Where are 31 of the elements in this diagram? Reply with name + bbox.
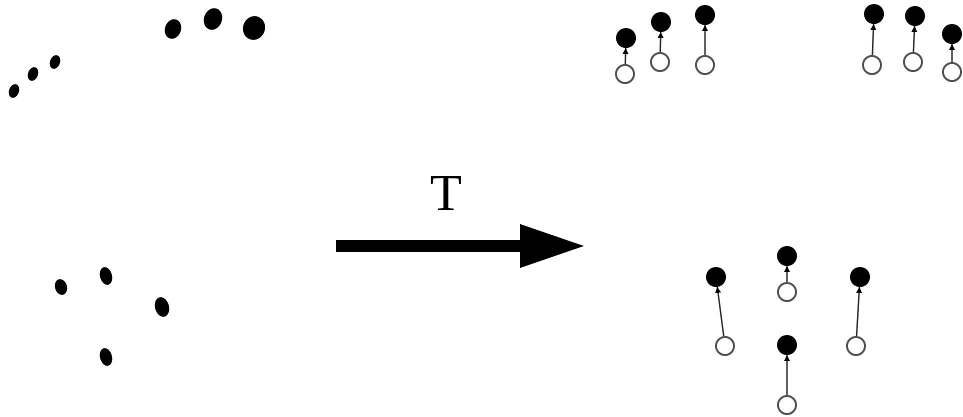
filled-dot-marker <box>850 267 870 287</box>
displacement-arrow <box>870 24 876 56</box>
filled-dot-marker <box>864 4 884 24</box>
displacement-arrow <box>658 32 664 52</box>
open-circle-marker <box>846 336 866 356</box>
filled-dot-marker <box>616 28 636 48</box>
open-circle-marker <box>777 395 797 415</box>
filled-dot-marker <box>706 267 726 287</box>
open-circle-marker <box>777 282 797 302</box>
open-circle-marker <box>942 62 962 82</box>
open-circle-marker <box>715 336 735 356</box>
filled-dot-marker <box>695 5 715 25</box>
displacement-arrow <box>702 25 708 55</box>
filled-dot-marker <box>777 335 797 355</box>
displacement-arrow <box>949 44 955 62</box>
open-circle-marker <box>862 55 882 75</box>
transformation-label: T <box>430 168 462 220</box>
filled-dot-marker <box>905 6 925 26</box>
open-circle-marker <box>903 52 923 72</box>
displacement-arrow <box>784 355 790 395</box>
displacement-arrow <box>856 286 862 336</box>
open-circle-marker <box>650 52 670 72</box>
open-circle-marker <box>695 55 715 75</box>
filled-dot-marker <box>777 246 797 266</box>
displacement-arrow <box>622 48 629 64</box>
filled-dot-marker <box>651 12 671 32</box>
open-circle-marker <box>615 64 635 84</box>
filled-dot-marker <box>942 24 962 44</box>
displacement-arrow <box>784 266 790 282</box>
displacement-arrow <box>911 26 918 52</box>
displacement-arrow <box>715 286 724 336</box>
